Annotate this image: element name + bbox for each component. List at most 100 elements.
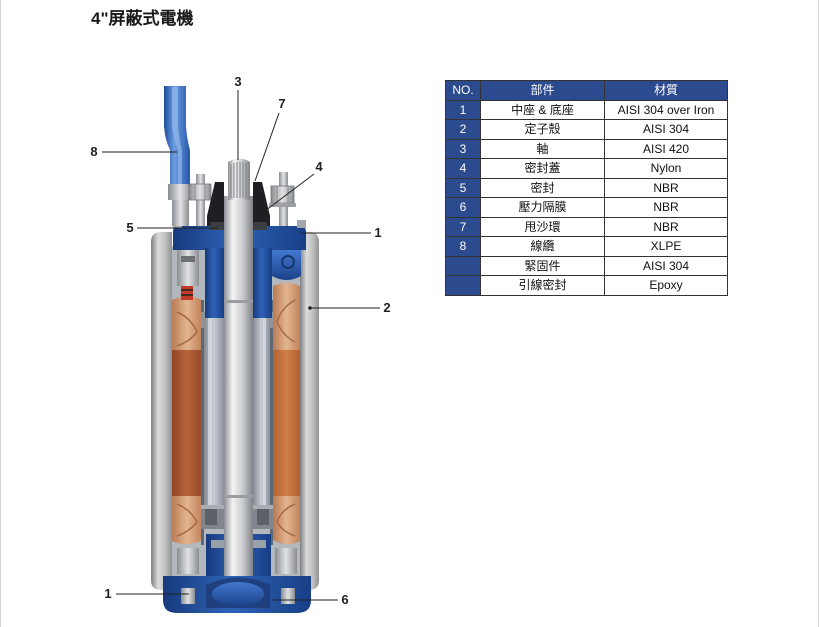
cell-no xyxy=(445,275,481,296)
cell-material: AISI 420 xyxy=(604,138,728,159)
cell-part: 定子殼 xyxy=(480,119,605,140)
column-header-part: 部件 xyxy=(480,80,605,101)
cable-gland-cap xyxy=(168,184,192,200)
upper-end-winding xyxy=(172,283,300,352)
cell-no: 4 xyxy=(445,158,481,179)
cell-part: 甩沙環 xyxy=(480,216,605,237)
stator-housing-left-wall xyxy=(151,232,172,590)
callouts: 3 7 8 4 5 1 2 1 6 xyxy=(90,74,390,607)
cable xyxy=(164,86,192,226)
cell-material: AISI 304 xyxy=(604,255,728,276)
cell-material: NBR xyxy=(604,197,728,218)
callout-leader-seal-cover xyxy=(260,173,315,215)
callout-dot-stator-housing xyxy=(308,306,312,310)
cell-part: 壓力隔膜 xyxy=(480,197,605,218)
table-row: 5 密封 NBR xyxy=(445,177,728,198)
nut-left-faces xyxy=(194,184,206,200)
sand-slinger-right xyxy=(253,182,270,226)
cell-no: 2 xyxy=(445,119,481,140)
bottom-fastener-right xyxy=(275,548,297,574)
lead-terminal xyxy=(177,250,199,286)
cell-material: Epoxy xyxy=(604,275,728,296)
diaphragm-dome xyxy=(212,582,264,606)
cell-material: AISI 304 over Iron xyxy=(604,99,728,120)
motor xyxy=(151,86,319,613)
bottom-bolt-left xyxy=(181,588,195,604)
top-bracket-hole xyxy=(281,255,295,269)
column-header-material: 材質 xyxy=(604,80,728,101)
table-header-row: NO. 部件 材質 xyxy=(445,80,728,101)
rotor-right xyxy=(253,318,270,508)
cell-no: 5 xyxy=(445,177,481,198)
cell-part: 引線密封 xyxy=(480,275,605,296)
parts-table-body: 1 中座 & 底座 AISI 304 over Iron 2 定子殼 AISI … xyxy=(445,99,728,296)
cell-part: 軸 xyxy=(480,138,605,159)
stator-winding-right xyxy=(273,350,300,496)
callout-label-diaphragm: 6 xyxy=(341,592,348,607)
cell-no xyxy=(445,255,481,276)
shaft-band-lower xyxy=(224,495,253,498)
lower-end-winding-right-detail xyxy=(276,503,296,537)
callout-label-bottom-bracket: 1 xyxy=(104,586,111,601)
cell-no: 3 xyxy=(445,138,481,159)
column-header-no: NO. xyxy=(445,80,481,101)
rotor-right-highlight xyxy=(263,318,266,508)
lower-end-winding-left-detail xyxy=(176,503,198,537)
bottom-fastener-left xyxy=(177,548,199,574)
cable-gland-stem xyxy=(172,200,189,226)
lead-wire xyxy=(181,286,193,300)
page-title: 4"屏蔽式電機 xyxy=(91,9,194,28)
parts-table: NO. 部件 材質 1 中座 & 底座 AISI 304 over Iron 2… xyxy=(445,80,728,296)
seal-left xyxy=(210,222,224,230)
cell-no: 1 xyxy=(445,99,481,120)
rotor-left xyxy=(204,318,224,508)
pressure-diaphragm xyxy=(206,577,270,608)
cell-material: NBR xyxy=(604,177,728,198)
callout-label-stator-housing: 2 xyxy=(383,300,390,315)
seal-right xyxy=(253,222,267,230)
nut-right xyxy=(270,185,295,204)
top-bracket-corner-right xyxy=(297,220,306,228)
upper-end-winding-left xyxy=(172,296,202,352)
callout-leader-sand-slinger xyxy=(254,112,280,182)
table-row: 7 甩沙環 NBR xyxy=(445,216,728,237)
upper-end-winding-right xyxy=(273,283,300,352)
cell-material: XLPE xyxy=(604,236,728,257)
cell-material: NBR xyxy=(604,216,728,237)
parts-table-head: NO. 部件 材質 xyxy=(445,80,728,101)
upper-end-winding-left-detail xyxy=(176,311,198,347)
cell-no: 7 xyxy=(445,216,481,237)
stator-housing-right-wall xyxy=(300,232,319,590)
table-row: 2 定子殼 AISI 304 xyxy=(445,119,728,140)
table-row: 引線密封 Epoxy xyxy=(445,275,728,296)
rotor-bolt-left xyxy=(205,509,217,525)
cell-material: AISI 304 xyxy=(604,119,728,140)
cell-part: 密封蓋 xyxy=(480,158,605,179)
cell-no: 6 xyxy=(445,197,481,218)
top-bracket-lobe xyxy=(272,250,301,280)
cable-highlight xyxy=(172,87,182,186)
motor-cutaway-diagram: 3 7 8 4 5 1 2 1 6 xyxy=(90,74,391,613)
shaft-body xyxy=(224,196,253,576)
sand-slinger-left xyxy=(207,182,224,226)
table-row: 3 軸 AISI 420 xyxy=(445,138,728,159)
cell-part: 密封 xyxy=(480,177,605,198)
nut-left xyxy=(188,183,212,201)
lower-end-winding-right xyxy=(273,496,300,545)
upper-end-winding-right-detail xyxy=(276,299,296,343)
bottom-bolt-right xyxy=(281,588,295,604)
stator-can-left xyxy=(201,300,204,545)
cell-part: 線纜 xyxy=(480,236,605,257)
table-row: 緊固件 AISI 304 xyxy=(445,255,728,276)
callout-label-seal: 5 xyxy=(126,220,133,235)
studs xyxy=(188,172,296,226)
lower-end-winding xyxy=(172,496,300,545)
lower-end-winding-left xyxy=(172,496,202,545)
lead-seal xyxy=(177,250,199,300)
lead-wire-stripes xyxy=(181,289,193,296)
rotor-left-highlight xyxy=(208,318,212,508)
table-row: 8 線纜 XLPE xyxy=(445,236,728,257)
cell-part: 中座 & 底座 xyxy=(480,99,605,120)
cell-no: 8 xyxy=(445,236,481,257)
